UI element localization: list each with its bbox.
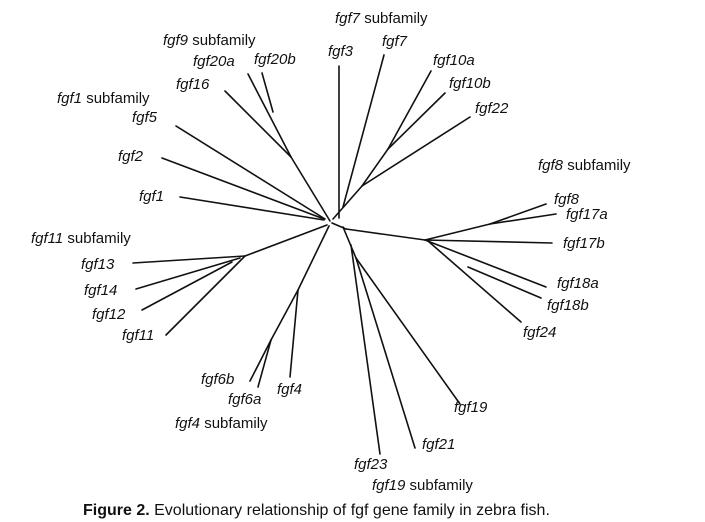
gene-label-fgf20b: fgf20b	[254, 51, 296, 68]
branch-fgf9-trunk	[290, 156, 331, 222]
subfamily-word: subfamily	[409, 477, 473, 494]
branch-fgf10b	[387, 92, 446, 150]
caption-text: Evolutionary relationship of fgf gene fa…	[149, 502, 550, 519]
branch-fgf7-trunk	[332, 185, 363, 220]
gene-label-fgf4: fgf4	[277, 381, 303, 398]
branch-fgf7	[342, 54, 385, 208]
branch-fgf18b	[467, 266, 542, 299]
branch-fgf8	[489, 203, 547, 225]
branch-fgf22	[361, 116, 471, 187]
gene-label-fgf10b: fgf10b	[449, 75, 491, 92]
branch-fgf18a	[424, 239, 547, 288]
gene-label-fgf18a: fgf18a	[557, 275, 599, 292]
gene-label-fgf18b: fgf18b	[547, 297, 589, 314]
figure-number: Figure 2.	[83, 502, 150, 519]
gene-label-fgf6a: fgf6a	[228, 391, 262, 408]
branch-fgf5	[175, 125, 326, 220]
subfamily-word: subfamily	[567, 157, 631, 174]
subfamily-label-fgf19: fgf19 subfamily	[372, 478, 473, 493]
subfamily-label-fgf11: fgf11 subfamily	[31, 231, 131, 246]
branch-fgf19	[355, 257, 461, 405]
subfamily-word: subfamily	[86, 90, 150, 107]
gene-label-fgf23: fgf23	[354, 456, 388, 473]
gene-label-fgf17b: fgf17b	[563, 235, 605, 252]
branch-fgf19-trunk	[342, 226, 357, 259]
gene-label-fgf17a: fgf17a	[566, 206, 608, 223]
subfamily-gene: fgf19	[372, 477, 406, 494]
branch-fgf8-trunk2	[345, 228, 426, 241]
branch-fgf23	[350, 244, 381, 455]
branch-fgf6-node	[270, 289, 299, 341]
subfamily-word: subfamily	[192, 32, 256, 49]
subfamily-label-fgf1: fgf1 subfamily	[57, 91, 150, 106]
gene-label-fgf6b: fgf6b	[201, 371, 235, 388]
gene-label-fgf14: fgf14	[84, 282, 118, 299]
branch-fgf2	[161, 157, 325, 220]
branch-fgf10a	[387, 70, 432, 150]
branch-fgf20a	[247, 73, 292, 158]
gene-label-fgf3: fgf3	[328, 43, 354, 60]
gene-label-fgf16: fgf16	[176, 76, 210, 93]
branch-fgf16	[224, 90, 292, 158]
gene-label-fgf19: fgf19	[454, 399, 488, 416]
branch-fgf17a	[489, 213, 557, 225]
gene-label-fgf7: fgf7	[382, 33, 408, 50]
branch-fgf11	[165, 255, 246, 336]
branch-fgf6b	[249, 339, 272, 382]
gene-label-fgf12: fgf12	[92, 306, 126, 323]
branch-fgf17b	[424, 239, 553, 244]
subfamily-label-fgf4: fgf4 subfamily	[175, 416, 268, 431]
gene-label-fgf22: fgf22	[475, 100, 509, 117]
gene-label-fgf1: fgf1	[139, 188, 165, 205]
branch-fgf13	[132, 255, 246, 264]
gene-label-fgf10a: fgf10a	[433, 52, 475, 69]
gene-label-fgf24: fgf24	[523, 324, 557, 341]
branch-fgf11-trunk	[244, 224, 328, 257]
figure-caption: Figure 2. Evolutionary relationship of f…	[83, 502, 550, 520]
subfamily-label-fgf8: fgf8 subfamily	[538, 158, 631, 173]
subfamily-word: subfamily	[67, 230, 131, 247]
subfamily-gene: fgf11	[31, 230, 64, 247]
branch-fgf6a	[257, 339, 272, 388]
gene-label-fgf11: fgf11	[122, 327, 155, 344]
branch-fgf24	[427, 240, 522, 323]
gene-label-fgf8: fgf8	[554, 191, 580, 208]
branch-fgf1	[179, 196, 325, 221]
gene-label-fgf2: fgf2	[118, 148, 144, 165]
branch-fgf14	[135, 257, 241, 290]
branch-fgf20b	[261, 72, 274, 113]
subfamily-label-fgf7: fgf7 subfamily	[335, 11, 428, 26]
branch-fgf8-node	[424, 223, 491, 241]
branch-fgf12	[141, 261, 233, 311]
subfamily-word: subfamily	[364, 10, 428, 27]
gene-label-fgf13: fgf13	[81, 256, 115, 273]
gene-label-fgf20a: fgf20a	[193, 53, 235, 70]
branch-fgf4	[289, 289, 299, 378]
branch-fgf21	[355, 257, 416, 449]
subfamily-word: subfamily	[204, 415, 268, 432]
subfamily-gene: fgf4	[175, 415, 201, 432]
branch-fgf4-trunk	[297, 225, 330, 291]
subfamily-gene: fgf1	[57, 90, 83, 107]
branch-fgf10-node	[361, 148, 389, 187]
subfamily-gene: fgf9	[163, 32, 189, 49]
gene-label-fgf5: fgf5	[132, 109, 158, 126]
subfamily-gene: fgf7	[335, 10, 361, 27]
subfamily-gene: fgf8	[538, 157, 564, 174]
gene-label-fgf21: fgf21	[422, 436, 456, 453]
subfamily-label-fgf9: fgf9 subfamily	[163, 33, 256, 48]
